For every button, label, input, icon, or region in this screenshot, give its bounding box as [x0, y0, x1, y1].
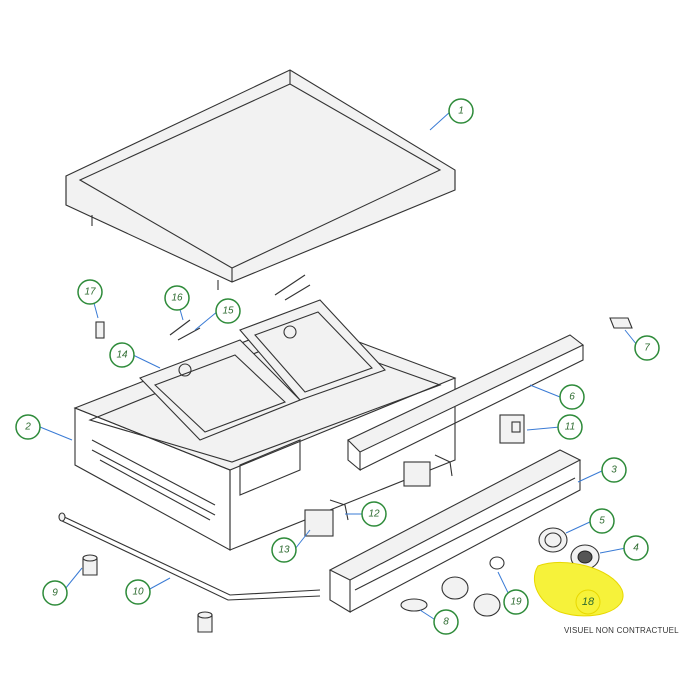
- svg-text:13: 13: [278, 545, 290, 556]
- svg-text:17: 17: [84, 287, 96, 298]
- fittings: [304, 454, 453, 537]
- callout-4: 4: [623, 535, 649, 561]
- svg-text:18: 18: [582, 596, 595, 608]
- callout-11: 11: [557, 414, 583, 440]
- feet: [82, 554, 213, 633]
- svg-text:4: 4: [633, 543, 639, 554]
- knobs: [400, 527, 600, 617]
- svg-text:14: 14: [116, 350, 128, 361]
- svg-text:6: 6: [569, 392, 575, 403]
- pin: [95, 321, 105, 339]
- clip: [609, 317, 633, 329]
- valve-block: [499, 414, 525, 444]
- highlight-region-18: [533, 561, 624, 617]
- callout-8: 8: [433, 609, 459, 635]
- callout-16: 16: [164, 285, 190, 311]
- support-rod: [58, 512, 321, 601]
- front-rail: [347, 334, 585, 472]
- svg-text:19: 19: [510, 597, 522, 608]
- svg-text:2: 2: [24, 422, 31, 433]
- svg-text:8: 8: [443, 617, 449, 628]
- control-panel: [328, 449, 582, 613]
- injectors: [169, 274, 311, 341]
- callout-1: 1: [448, 98, 474, 124]
- griddle-plate: [65, 69, 456, 290]
- disclaimer-footnote: VISUEL NON CONTRACTUEL: [564, 626, 679, 635]
- callout-5: 5: [589, 508, 615, 534]
- svg-text:10: 10: [132, 587, 144, 598]
- burners: [139, 299, 386, 441]
- svg-text:7: 7: [644, 343, 650, 354]
- callout-14: 14: [109, 342, 135, 368]
- svg-text:5: 5: [599, 516, 605, 527]
- svg-text:3: 3: [611, 465, 617, 476]
- callout-3: 3: [601, 457, 627, 483]
- callout-2: 2: [15, 414, 41, 440]
- svg-text:15: 15: [222, 306, 234, 317]
- svg-text:12: 12: [368, 509, 380, 520]
- svg-text:11: 11: [565, 422, 575, 433]
- callout-19: 19: [503, 589, 529, 615]
- callout-13: 13: [271, 537, 297, 563]
- callout-12: 12: [361, 501, 387, 527]
- callout-10: 10: [125, 579, 151, 605]
- leader-lines: [39, 110, 638, 622]
- svg-text:1: 1: [458, 106, 464, 117]
- svg-text:9: 9: [52, 588, 58, 599]
- callout-17: 17: [77, 279, 103, 305]
- callout-18: 18: [575, 589, 601, 615]
- callout-6: 6: [559, 384, 585, 410]
- callout-7: 7: [634, 335, 660, 361]
- callout-15: 15: [215, 298, 241, 324]
- callout-9: 9: [42, 580, 68, 606]
- svg-text:16: 16: [171, 293, 183, 304]
